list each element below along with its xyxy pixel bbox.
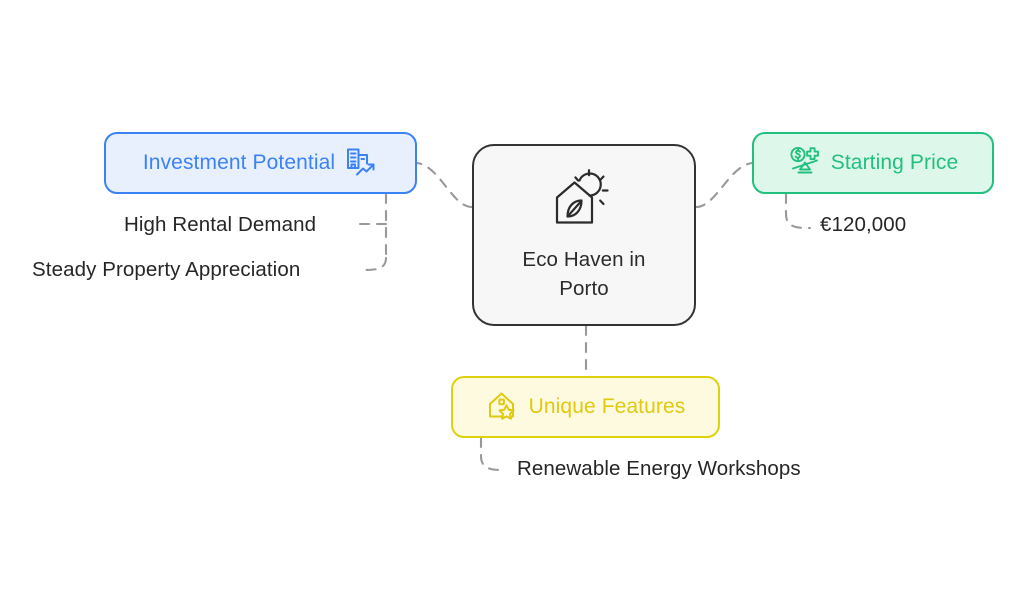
center-node[interactable]: Eco Haven in Porto [472,144,696,326]
connector-center-to-price [694,161,754,209]
building-growth-chart-icon [344,144,378,183]
leaf-label-renewable-energy-workshops: Renewable Energy Workshops [517,457,801,480]
connector-price-to-amount [784,192,812,230]
connector-features-to-workshops [479,436,507,472]
connector-investment-to-steady [360,256,388,272]
leaf-label-high-rental-demand: High Rental Demand [124,213,317,236]
branch-label-starting-price: Starting Price [830,151,959,174]
branch-node-starting-price[interactable]: Starting Price [752,132,994,194]
center-node-label: Eco Haven in Porto [522,248,646,300]
leaf-label-steady-property-appreciation: Steady Property Appreciation [32,258,301,281]
branch-node-investment-potential[interactable]: Investment Potential [104,132,417,194]
branch-node-unique-features[interactable]: Unique Features [451,376,720,438]
branch-label-unique-features: Unique Features [528,395,686,418]
house-star-icon [486,388,520,427]
branch-label-investment-potential: Investment Potential [142,151,336,174]
eco-house-sun-icon [548,167,620,234]
balance-scale-dollar-icon [788,144,822,183]
leaf-label-starting-price-amount: €120,000 [820,213,907,236]
connector-center-to-investment [415,161,474,209]
